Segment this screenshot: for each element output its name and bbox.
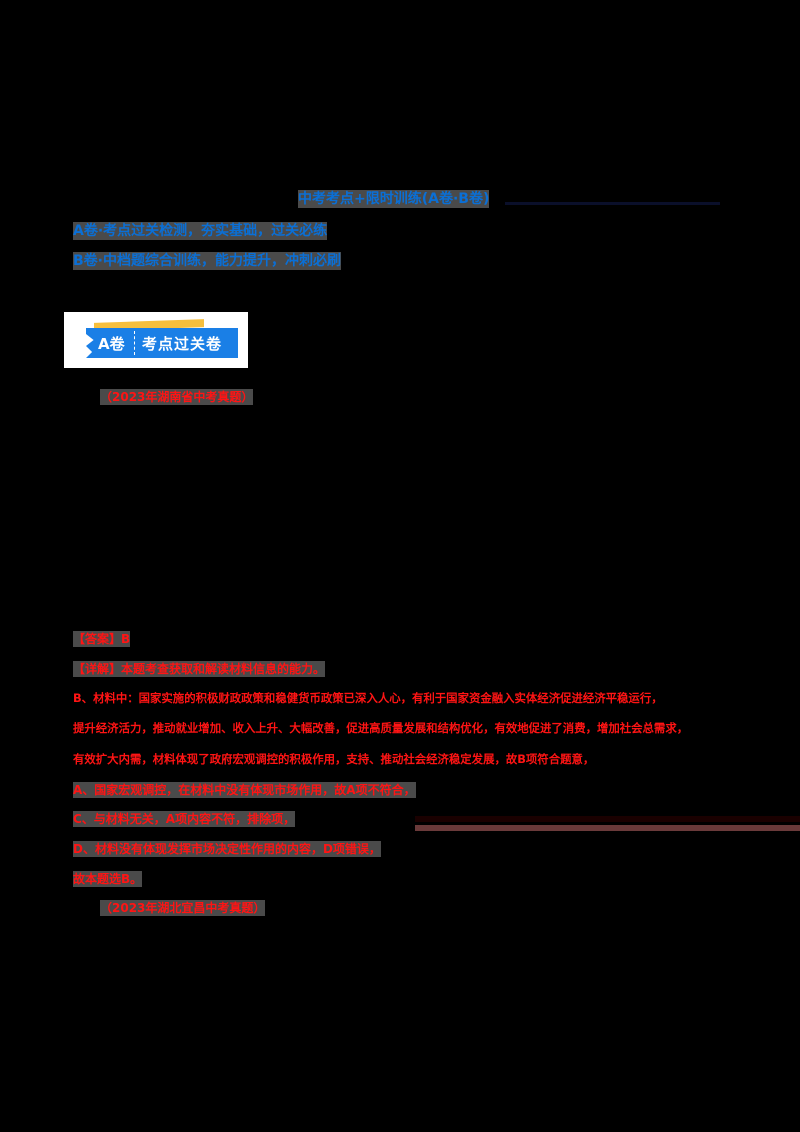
question1-source: （2023年湖南省中考真题） (100, 389, 254, 405)
intro-line-b: B卷·中档题综合训练，能力提升，冲刺必刷 (73, 252, 341, 270)
badge-divider (134, 331, 135, 355)
analysis-label: 【详解】本题考查获取和解读材料信息的能力。 (73, 661, 326, 677)
option-d-analysis: D、材料没有体现发挥市场决定性作用的内容，D项错误， (73, 841, 381, 857)
document-title: 中考考点+限时训练(A卷·B卷) (298, 190, 490, 208)
intro-line-a: A卷·考点过关检测，夯实基础，过关必练 (73, 222, 328, 240)
decorative-band-dark (415, 816, 800, 822)
title-underline (505, 202, 720, 205)
decorative-band-muted (415, 825, 800, 831)
badge-left-label: A卷 (98, 335, 125, 353)
answer-conclusion: 故本题选B。 (73, 871, 143, 887)
badge-right-label: 考点过关卷 (142, 335, 223, 353)
answer-label: 【答案】B (73, 631, 131, 647)
analysis-paragraph-3: 有效扩大内需，材料体现了政府宏观调控的积极作用，支持、推动社会经济稳定发展，故B… (73, 752, 595, 766)
badge-ribbon: A卷 考点过关卷 (86, 328, 238, 358)
analysis-paragraph-1: B、材料中：国家实施的积极财政政策和稳健货币政策已深入人心，有利于国家资金融入实… (73, 691, 663, 705)
section-badge: A卷 考点过关卷 (64, 312, 248, 368)
question2-source: （2023年湖北宜昌中考真题） (100, 900, 266, 916)
option-a-analysis: A、国家宏观调控，在材料中没有体现市场作用，故A项不符合， (73, 782, 416, 798)
analysis-paragraph-2: 提升经济活力，推动就业增加、收入上升、大幅改善，促进高质量发展和结构优化，有效地… (73, 721, 689, 735)
option-c-analysis: C、与材料无关，A项内容不符，排除项， (73, 811, 296, 827)
